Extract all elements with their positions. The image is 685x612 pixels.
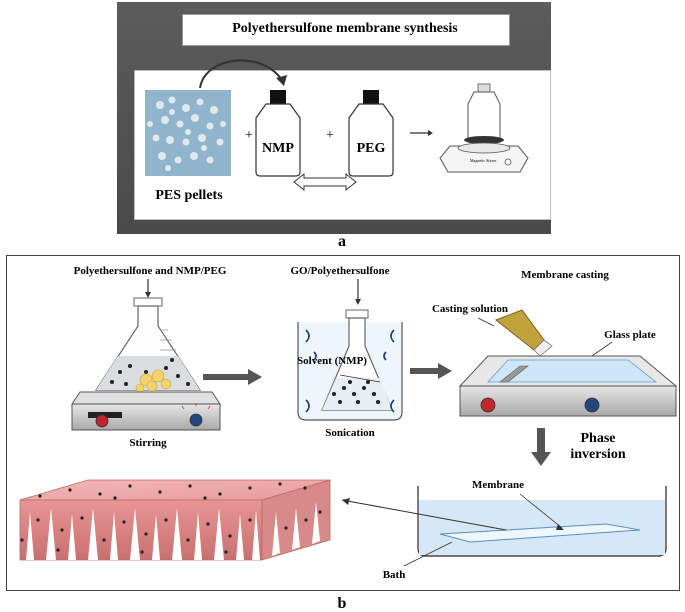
pes-pellets-image (145, 90, 231, 176)
step1-label: Polyethersulfone and NMP/PEG (74, 265, 227, 277)
glass-plate-label: Glass plate (604, 329, 656, 341)
peg-label: PEG (357, 141, 386, 156)
transfer-arrow-icon (341, 498, 507, 531)
panel-a-caption: a (338, 233, 346, 250)
plus-sign-1: + (245, 128, 253, 143)
panel-b-caption: b (338, 595, 347, 612)
casting-solution-label: Casting solution (432, 303, 508, 315)
process-arrow-1-icon (203, 369, 262, 385)
panel-a-title-box (182, 14, 510, 46)
panel-a-illustration: PES pellets + NMP + PEG Magnetic Stirrer… (145, 59, 529, 250)
casting-pointer-icon (477, 317, 613, 357)
phase-inversion-label-2: inversion (570, 447, 625, 462)
stirring-label: Stirring (129, 437, 167, 449)
flask-stirring-icon (71, 297, 221, 431)
magnetic-stirrer-icon (439, 83, 529, 173)
phase-inversion-arrow-icon (531, 428, 551, 466)
down-arrow-2-icon (355, 279, 361, 305)
bath-icon (417, 486, 667, 557)
process-arrow-2-icon (410, 363, 452, 379)
sonication-label: Sonication (325, 427, 375, 439)
step2-label: GO/Polyethersulfone (291, 265, 390, 277)
phase-inversion-label-1: Phase (581, 431, 616, 446)
plus-sign-2: + (326, 128, 334, 143)
bath-label: Bath (383, 569, 406, 581)
stirrer-label: Magnetic Stirrer (470, 158, 497, 163)
casting-title: Membrane casting (521, 269, 609, 281)
solvent-pointer (339, 374, 381, 383)
nmp-bottle-icon (255, 90, 301, 177)
bath-pointer (403, 541, 453, 567)
peg-bottle-icon (348, 90, 394, 177)
curved-arrow-icon (199, 59, 284, 89)
membrane-label: Membrane (472, 479, 524, 491)
curved-arrow-head-icon (276, 75, 287, 86)
membrane-pointer (519, 493, 563, 529)
down-arrow-icon (145, 279, 151, 298)
membrane-pointer-head-icon (556, 524, 564, 530)
solvent-label: Solvent (NMP) (297, 355, 367, 367)
membrane-block-icon (19, 479, 331, 561)
casting-table-icon (458, 355, 678, 417)
arrow-right-icon (410, 130, 433, 136)
nmp-label: NMP (262, 141, 294, 156)
pes-pellets-label: PES pellets (155, 188, 223, 203)
panel-a-title: Polyethersulfone membrane synthesis (232, 21, 458, 36)
double-arrow-icon (293, 172, 357, 192)
casting-knife-icon (495, 309, 553, 357)
sonication-bath-icon (297, 309, 403, 421)
